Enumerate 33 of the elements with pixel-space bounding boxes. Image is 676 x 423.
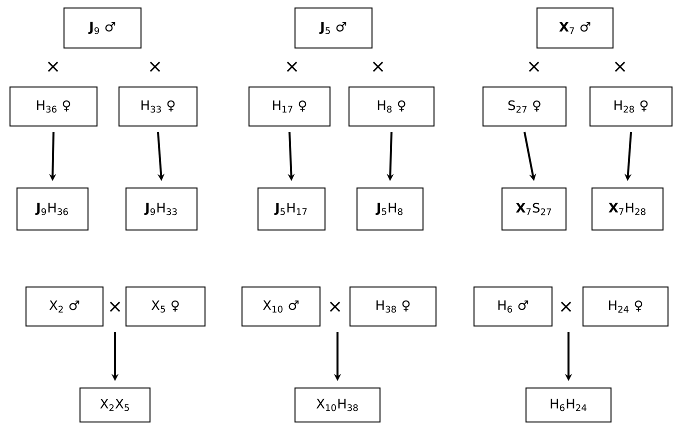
box: H$_{33}$ ♀ [118, 86, 198, 126]
box: J$_{9}$H$_{36}$ [16, 188, 88, 230]
cross-symbol: × [330, 302, 340, 312]
box: H$_{6}$H$_{24}$ [526, 388, 612, 422]
box: J$_{9}$ ♂ [64, 8, 142, 48]
cross-symbol: × [110, 302, 120, 312]
box: J$_{5}$H$_{17}$ [258, 188, 326, 230]
cross-symbol: × [150, 62, 160, 72]
cross-symbol: × [286, 62, 298, 72]
box: J$_{5}$H$_{8}$ [356, 188, 424, 230]
box: X$_{2}$X$_{5}$ [80, 388, 150, 422]
box: J$_{9}$H$_{33}$ [126, 188, 198, 230]
box: H$_{38}$ ♀ [350, 286, 436, 326]
box: X$_{7}$ ♂ [536, 8, 614, 48]
cross-symbol: × [48, 62, 58, 72]
box: X$_{10}$H$_{38}$ [294, 388, 380, 422]
cross-symbol: × [372, 62, 384, 72]
box: S$_{27}$ ♀ [482, 86, 566, 126]
cross-symbol: × [528, 62, 540, 72]
box: X$_{7}$S$_{27}$ [502, 188, 566, 230]
box: H$_{36}$ ♀ [10, 86, 98, 126]
box: J$_{5}$ ♂ [294, 8, 372, 48]
box: X$_{7}$H$_{28}$ [592, 188, 664, 230]
box: X$_{10}$ ♂ [242, 286, 320, 326]
cross-symbol: × [560, 302, 572, 312]
box: X$_{2}$ ♂ [26, 286, 104, 326]
box: H$_{8}$ ♀ [348, 86, 434, 126]
box: H$_{24}$ ♀ [582, 286, 668, 326]
cross-symbol: × [614, 62, 626, 72]
box: X$_{5}$ ♀ [126, 286, 206, 326]
box: H$_{28}$ ♀ [590, 86, 672, 126]
box: H$_{17}$ ♀ [248, 86, 330, 126]
box: H$_{6}$ ♂ [474, 286, 552, 326]
